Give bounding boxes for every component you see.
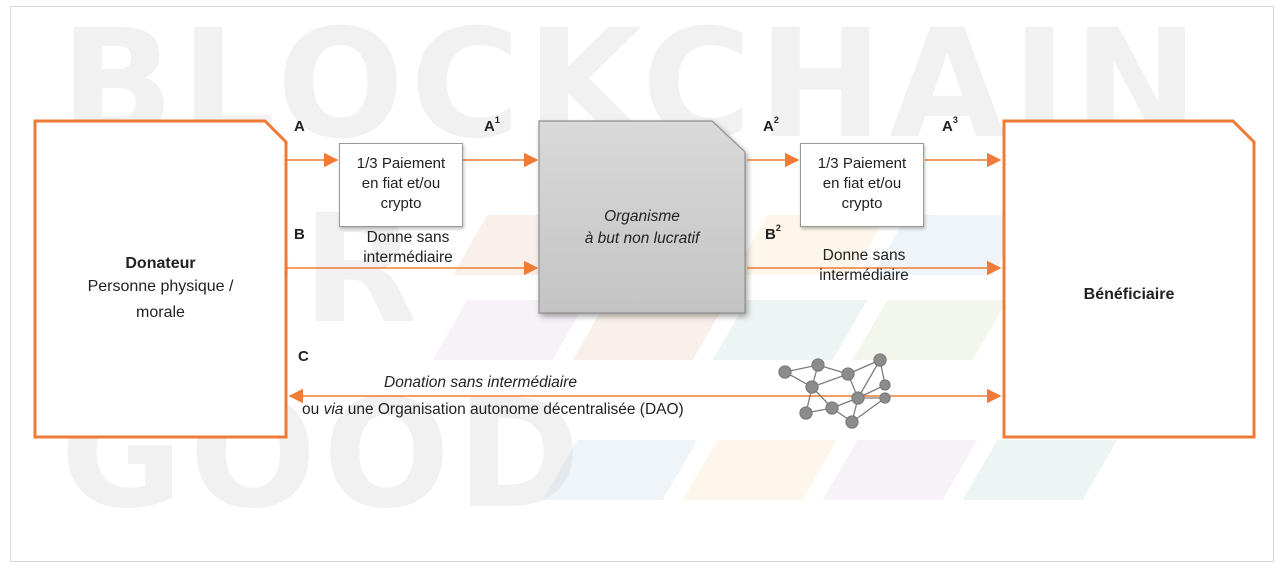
- beneficiary-box: [1002, 119, 1256, 439]
- dao-text-line-1: Donation sans intermédiaire: [384, 374, 577, 391]
- label-a: A: [294, 118, 305, 135]
- direct-gift-line-1: Donne sans: [822, 247, 906, 264]
- donor-label: Donateur Personne physique / morale: [35, 254, 286, 326]
- label-b2: B2: [765, 223, 781, 243]
- payment-box-left: 1/3 Paiement en fiat et/ou crypto: [339, 143, 463, 227]
- payment-box-line-1: 1/3 Paiement: [817, 155, 907, 172]
- payment-box-right: 1/3 Paiement en fiat et/ou crypto: [800, 143, 924, 227]
- payment-box-line-3: crypto: [841, 195, 883, 212]
- organization-box: [538, 120, 746, 314]
- donor-line-1: Personne physique /: [87, 278, 234, 295]
- direct-gift-label-right: Donne sans intermédiaire: [784, 246, 944, 286]
- donor-title: Donateur: [125, 255, 196, 272]
- payment-box-line-1: 1/3 Paiement: [356, 155, 446, 172]
- organization-label: Organisme à but non lucratif: [539, 206, 745, 250]
- label-c: C: [298, 348, 309, 365]
- payment-box-line-3: crypto: [380, 195, 422, 212]
- donor-box: [33, 119, 288, 439]
- label-a3: A3: [942, 115, 958, 135]
- donor-line-2: morale: [136, 304, 185, 321]
- organization-line-1: Organisme: [604, 208, 680, 225]
- label-a2: A2: [763, 115, 779, 135]
- organization-line-2: à but non lucratif: [584, 230, 700, 247]
- direct-gift-label-left: Donne sans intermédiaire: [328, 228, 488, 268]
- payment-box-line-2: en fiat et/ou: [361, 175, 441, 192]
- direct-gift-line-2: intermédiaire: [363, 249, 453, 266]
- payment-box-line-2: en fiat et/ou: [822, 175, 902, 192]
- label-a1: A1: [484, 115, 500, 135]
- dao-text-line-2: ou via une Organisation autonome décentr…: [302, 401, 684, 418]
- direct-gift-line-1: Donne sans: [366, 229, 450, 246]
- direct-gift-line-2: intermédiaire: [819, 267, 909, 284]
- blockchain-network-icon: [778, 353, 891, 429]
- beneficiary-title: Bénéficiaire: [1083, 286, 1175, 303]
- label-b: B: [294, 226, 305, 243]
- diagram-frame: [10, 6, 1274, 562]
